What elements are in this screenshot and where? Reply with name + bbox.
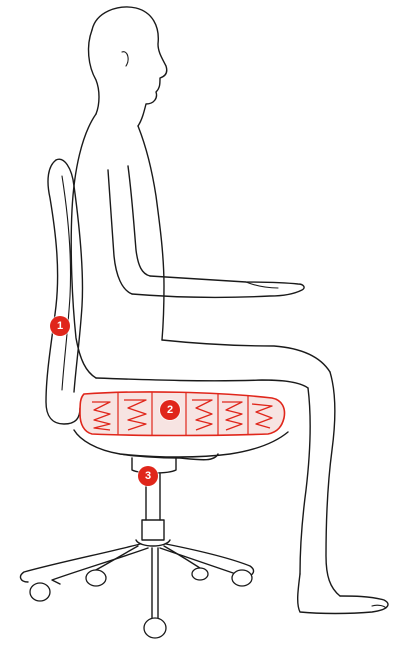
person-outline [71,7,388,614]
caster-left [86,570,106,586]
marker-2-seat-cushion: 2 [160,400,180,420]
caster-right [232,570,252,586]
marker-3-gas-lift: 3 [138,466,158,486]
caster-back [192,568,208,580]
marker-1-backrest: 1 [50,316,70,336]
caster-center [144,618,166,638]
seat-cushion-cutaway [80,392,285,436]
caster-front-left [30,583,50,601]
